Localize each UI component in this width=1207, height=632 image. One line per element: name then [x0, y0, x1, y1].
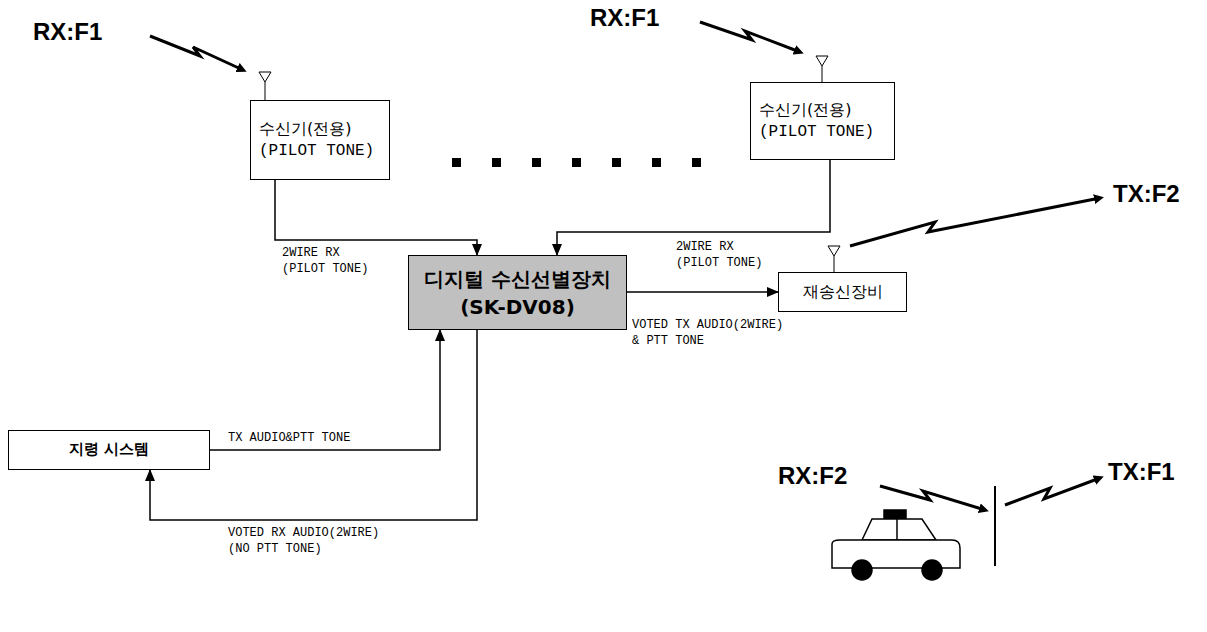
antenna-wire — [265, 82, 266, 100]
antenna-symbol — [259, 72, 271, 82]
signal-label: 2WIRE RX (PILOT TONE) — [676, 240, 766, 271]
antenna-symbol — [828, 246, 840, 256]
receiver-box: 수신기(전용)(PILOT TONE) — [750, 82, 895, 160]
frequency-label: TX:F2 — [1113, 180, 1180, 208]
signal-label: 2WIRE RX (PILOT TONE) — [282, 246, 372, 277]
node-text: 지령 시스템 — [69, 439, 149, 461]
frequency-label: RX:F2 — [778, 462, 847, 490]
radio-wave — [850, 198, 1100, 246]
node-text: (PILOT TONE) — [759, 121, 874, 144]
vehicle-illustration — [832, 486, 995, 580]
transmitter-box: 재송신장비 — [778, 272, 907, 312]
frequency-label: RX:F1 — [33, 18, 102, 46]
node-text: 수신기(전용) — [259, 117, 351, 140]
antenna-wire — [834, 256, 835, 272]
radio-wave — [1005, 478, 1100, 505]
node-text: 재송신장비 — [803, 280, 883, 303]
frequency-label: RX:F1 — [590, 4, 659, 32]
frequency-label: TX:F1 — [1108, 458, 1175, 486]
signal-line — [627, 291, 778, 293]
node-text: (PILOT TONE) — [259, 140, 374, 163]
node-text: 수신기(전용) — [759, 98, 851, 121]
node-text: 디지털 수신선별장치 — [424, 265, 611, 293]
signal-label: VOTED TX AUDIO(2WIRE) & PTT TONE — [632, 318, 787, 349]
signal-label: VOTED RX AUDIO(2WIRE) (NO PTT TONE) — [228, 526, 383, 557]
signal-line — [275, 180, 477, 255]
radio-wave — [880, 486, 985, 510]
dispatch-box: 지령 시스템 — [8, 430, 210, 470]
ellipsis-dots — [452, 158, 701, 167]
radio-wave — [700, 22, 800, 52]
node-text: (SK-DV08) — [460, 293, 575, 321]
receiver-box: 수신기(전용)(PILOT TONE) — [250, 100, 390, 180]
signal-line — [150, 330, 477, 520]
signal-line — [210, 330, 440, 450]
voter-box: 디지털 수신선별장치(SK-DV08) — [408, 255, 627, 330]
antenna-wire — [822, 66, 823, 82]
signal-label: TX AUDIO&PTT TONE — [228, 431, 350, 447]
antenna-symbol — [816, 56, 828, 66]
radio-wave — [150, 36, 243, 70]
